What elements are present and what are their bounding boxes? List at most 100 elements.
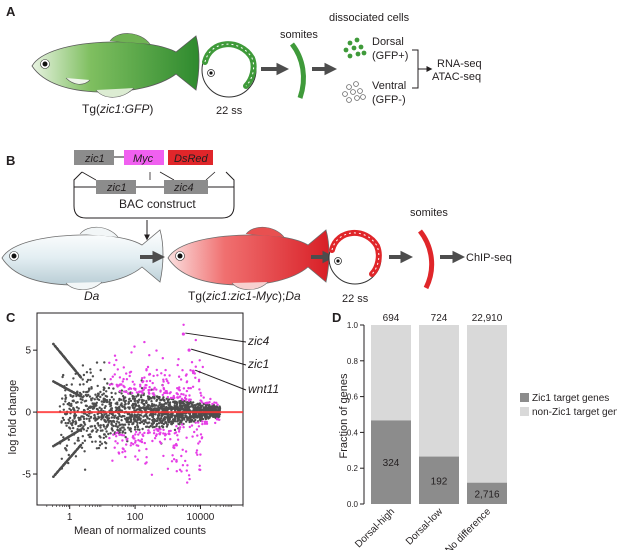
ma-point <box>90 397 93 401</box>
box-myc-label: Myc <box>133 153 154 165</box>
ma-point-significant <box>168 374 171 377</box>
ma-point <box>136 399 139 403</box>
ma-point-significant <box>142 388 146 391</box>
ma-point-significant <box>178 395 182 398</box>
d-ytick-label: 0.8 <box>347 357 359 366</box>
ma-point <box>155 419 158 423</box>
ma-point <box>113 415 116 419</box>
ma-point <box>62 386 66 389</box>
ma-point <box>197 414 200 417</box>
ma-point <box>72 367 75 370</box>
ma-point <box>66 421 70 425</box>
d-ytick-label: 0.4 <box>347 428 359 437</box>
d-legend-label: Zic1 target genes <box>532 393 609 404</box>
ma-point <box>133 419 137 423</box>
ma-point <box>100 442 104 445</box>
ma-point <box>184 409 187 412</box>
ma-point-significant <box>148 354 151 357</box>
ma-point-significant <box>202 396 205 399</box>
ma-point-significant <box>215 418 219 421</box>
ma-point-significant <box>108 361 111 364</box>
ma-point <box>175 404 178 408</box>
ma-point <box>180 421 183 424</box>
ma-point-significant <box>162 432 165 435</box>
ma-point <box>129 420 133 424</box>
ma-point <box>118 405 121 408</box>
tg-myc-label: Tg(zic1:zic1-Myc);Da <box>188 289 301 303</box>
ventral-label: Ventral <box>372 80 406 92</box>
ma-point <box>94 427 97 430</box>
box-dsred <box>168 150 213 165</box>
ma-point <box>104 435 108 438</box>
ma-point-significant <box>205 422 209 425</box>
ma-point-significant <box>214 421 217 425</box>
ma-point <box>72 433 76 436</box>
ma-point <box>164 421 168 424</box>
ma-point <box>65 444 69 447</box>
ma-point <box>125 416 129 419</box>
highlight-label-zic4: zic4 <box>247 334 270 348</box>
ma-point <box>52 342 55 346</box>
chipseq-label: ChIP-seq <box>466 252 512 264</box>
ma-point <box>168 403 172 407</box>
ma-point-significant <box>148 386 151 389</box>
ma-point-significant <box>208 401 211 404</box>
ma-point-significant <box>143 431 146 435</box>
ma-point-significant <box>136 458 139 461</box>
ma-point <box>110 416 114 419</box>
ma-point <box>177 415 180 419</box>
ma-point <box>153 397 156 400</box>
ma-point <box>96 422 100 425</box>
ma-point <box>82 390 85 394</box>
ma-point-significant <box>158 440 162 443</box>
ma-point <box>95 407 99 411</box>
ma-point <box>70 454 73 458</box>
ma-point-significant <box>175 460 178 463</box>
ma-point <box>151 420 155 423</box>
ma-point-significant <box>111 459 114 462</box>
highlight-line-wnt11 <box>195 369 247 391</box>
ma-point-significant <box>172 394 175 398</box>
ma-point <box>192 401 195 404</box>
ma-point <box>120 392 123 395</box>
ma-point <box>70 390 73 393</box>
ma-point <box>158 401 161 405</box>
ma-point <box>82 425 85 428</box>
ma-point <box>199 413 202 416</box>
ma-point <box>102 388 106 392</box>
ma-point <box>94 393 97 396</box>
ma-point <box>74 372 77 375</box>
bac-outline <box>73 171 235 219</box>
ma-point-significant <box>163 374 166 377</box>
ma-point <box>173 428 177 432</box>
ma-point-significant <box>197 378 201 381</box>
ma-point <box>82 383 85 386</box>
ma-point <box>64 389 67 392</box>
ma-point <box>130 414 134 417</box>
ma-point <box>69 422 73 425</box>
ma-point-significant <box>147 429 150 432</box>
ma-point-significant <box>169 396 173 400</box>
ma-point <box>89 368 92 371</box>
ma-point <box>177 422 180 426</box>
ma-point <box>79 429 83 433</box>
ma-point-significant <box>194 365 197 368</box>
ma-point <box>61 375 64 379</box>
ma-point <box>104 405 107 408</box>
ma-point <box>182 404 185 407</box>
ma-point <box>91 375 95 378</box>
ma-point <box>58 442 62 445</box>
ma-point-significant <box>196 434 199 437</box>
rnaseq-label: RNA-seq <box>437 58 482 70</box>
ma-point <box>102 415 105 418</box>
panel-d-letter: D <box>332 310 341 325</box>
ma-point-significant <box>116 368 120 371</box>
ma-point-significant <box>178 468 182 471</box>
ma-point <box>82 417 86 421</box>
ma-point-significant <box>197 442 200 445</box>
ma-point <box>77 407 80 410</box>
d-legend-label: non-Zic1 target genes <box>532 407 617 418</box>
ma-point <box>71 419 75 422</box>
ma-point-significant <box>113 354 117 357</box>
ma-point-significant <box>145 456 148 459</box>
